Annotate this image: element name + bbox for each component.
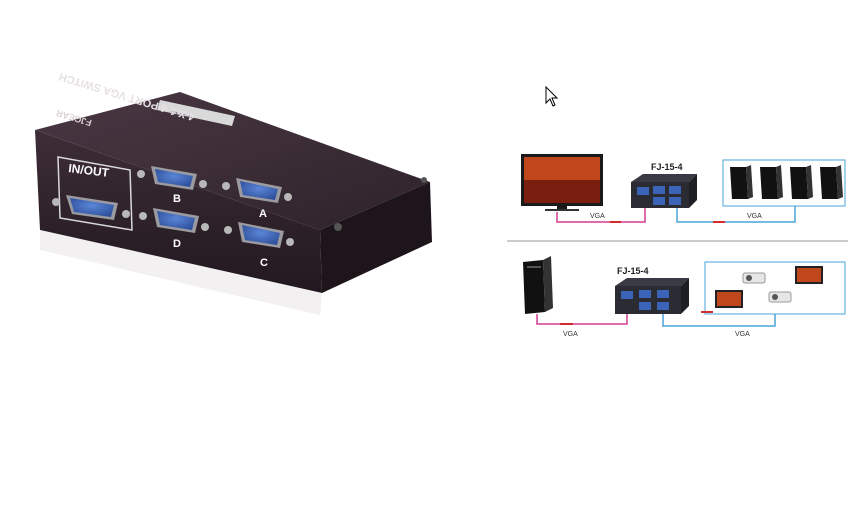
cable-magenta-bottom — [536, 314, 628, 325]
mouse-cursor-icon — [545, 86, 559, 107]
device-top-face — [35, 92, 430, 230]
monitor-icon — [795, 266, 823, 284]
vga-port-a — [222, 178, 292, 203]
switch-device-top-icon — [631, 174, 697, 208]
cable-label-bottom-left: VGA — [563, 331, 578, 338]
cable-blue-top — [676, 206, 796, 223]
tv-monitor-icon — [521, 154, 603, 211]
pc-tower-icon — [790, 165, 813, 199]
pc-tower-source-icon — [523, 256, 553, 314]
vga-port-c — [224, 222, 294, 248]
vga-port-in-out — [52, 195, 130, 220]
vga-port-d — [139, 208, 209, 233]
model-sticker-text: FJ-15-4 — [170, 111, 192, 122]
vga-switch-photo: FJ-15-4 4 X 1 4 PORT VGA SWITCH FJGEAR I… — [35, 70, 432, 315]
switch-device-bottom-icon — [615, 278, 689, 314]
projector-icon — [768, 291, 792, 303]
pc-tower-icon — [760, 165, 783, 199]
port-label-b: B — [173, 193, 181, 205]
cable-label-top-left: VGA — [590, 213, 605, 220]
device-reflection — [40, 230, 322, 315]
port-label-c: C — [260, 257, 268, 269]
port-label-a: A — [259, 208, 267, 220]
device-side-face — [320, 182, 432, 293]
pc-tower-icon — [730, 165, 753, 199]
port-label-d: D — [173, 238, 181, 250]
cable-blue-bottom — [662, 314, 776, 327]
in-out-label: IN/OUT — [68, 161, 111, 180]
connection-diagram: FJ-15-4 VGA VGA FJ-15-4 — [507, 154, 848, 338]
projector-icon — [742, 272, 766, 284]
model-label-top: FJ-15-4 — [651, 162, 683, 172]
cable-label-bottom-right: VGA — [735, 331, 750, 338]
cable-magenta-top — [556, 208, 646, 223]
device-front-face — [35, 130, 322, 293]
model-label-bottom: FJ-15-4 — [617, 266, 649, 276]
model-sticker — [157, 100, 235, 126]
in-out-frame — [57, 156, 133, 231]
sources-group-box — [722, 159, 846, 207]
vga-port-b — [137, 166, 207, 190]
monitor-icon — [715, 290, 743, 308]
screw — [334, 223, 342, 231]
cable-label-top-right: VGA — [747, 213, 762, 220]
screw — [421, 177, 427, 183]
pc-tower-icon — [820, 165, 843, 199]
